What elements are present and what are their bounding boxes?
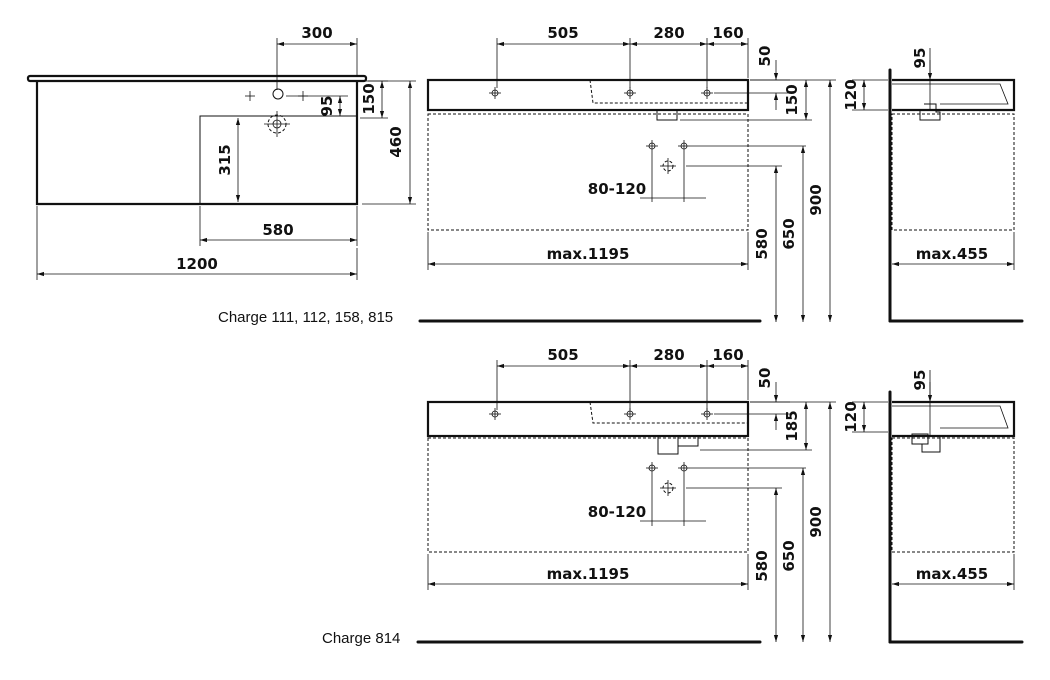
dim-tap-offset: 300: [301, 24, 332, 42]
dim-tap-to-edge: 150: [360, 83, 378, 114]
dim-basin-depth-1: 120: [842, 79, 860, 110]
dim-height-650-2: 650: [780, 540, 798, 571]
dim-basin-depth-2: 120: [842, 401, 860, 432]
side-1-basin: [892, 78, 1016, 112]
dim-height-650-1: 650: [780, 218, 798, 249]
dim-bowl-depth: 315: [216, 144, 234, 175]
front-2-basin: [426, 400, 750, 438]
dim-basin-height-2: 185: [783, 410, 801, 441]
dim-height-580-2: 580: [753, 550, 771, 581]
tap-hole-icon: [272, 88, 284, 100]
side-view-1: 95 120 max.455: [842, 48, 1024, 323]
top-view: 300 95 150 460 315 580 1200: [26, 24, 416, 280]
dim-basin-height-1: 150: [783, 84, 801, 115]
front-1-trap: [656, 109, 678, 121]
front-2-cabinet: [427, 437, 749, 553]
top-view-bowl: [199, 115, 357, 204]
dim-bowl-width: 580: [262, 221, 293, 239]
dim-top-offset-1: 95: [911, 48, 929, 69]
front-view-1: 505 280 160 50 150 80-120 900 650 580: [218, 24, 836, 326]
dim-hole-spacing-2b: 280: [653, 346, 684, 364]
top-view-rim: [26, 74, 368, 83]
dim-max-width-1: max.1195: [547, 245, 630, 263]
dim-height-total: 460: [387, 126, 405, 157]
dim-height-580-1: 580: [753, 228, 771, 259]
front-view-2: 505 280 160 50 185 80-120 900 650 580 ma…: [322, 346, 836, 647]
caption-1: Charge 111, 112, 158, 815: [218, 309, 393, 326]
dim-rim-height-1: 50: [756, 46, 774, 67]
dim-height-900-1: 900: [807, 184, 825, 215]
top-view-outline: [35, 81, 359, 206]
dim-max-depth-2: max.455: [916, 565, 988, 583]
dim-hole-spacing-3: 160: [712, 24, 743, 42]
front-1-basin: [426, 78, 750, 112]
side-2-basin: [892, 400, 1016, 438]
dim-max-depth-1: max.455: [916, 245, 988, 263]
dim-hole-spacing-2: 280: [653, 24, 684, 42]
dim-max-width-2: max.1195: [547, 565, 630, 583]
front-2-trap: [657, 435, 679, 455]
dim-width-total: 1200: [176, 255, 218, 273]
dim-top-offset-2: 95: [911, 370, 929, 391]
dim-waste-range-1: 80-120: [588, 180, 646, 198]
caption-2: Charge 814: [322, 630, 400, 647]
dim-hole-spacing-3b: 160: [712, 346, 743, 364]
dim-hole-spacing-1b: 505: [547, 346, 578, 364]
front-1-cabinet: [427, 113, 749, 231]
dim-waste-range-2: 80-120: [588, 503, 646, 521]
dim-hole-spacing-1: 505: [547, 24, 578, 42]
side-view-2: 95 120 max.455: [842, 370, 1024, 644]
dim-rim-height-2: 50: [756, 368, 774, 389]
dim-height-900-2: 900: [807, 506, 825, 537]
dim-tap-to-bowl: 95: [318, 96, 336, 117]
